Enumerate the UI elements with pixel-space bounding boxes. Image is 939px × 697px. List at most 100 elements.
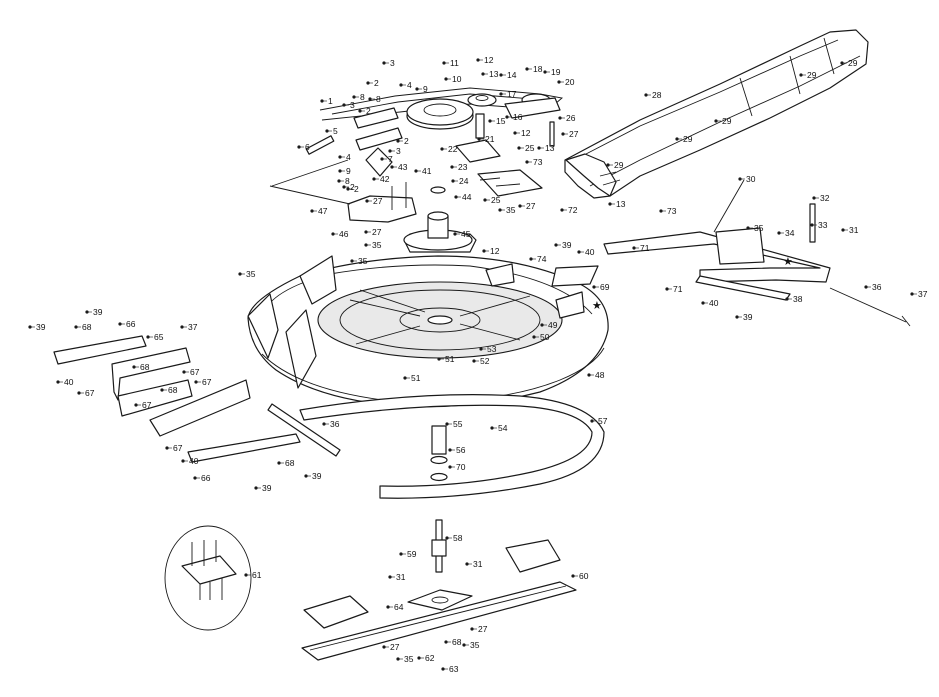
callout-27: 27 <box>478 624 488 634</box>
callout-hardware-dot <box>181 459 185 463</box>
callout-35: 35 <box>754 223 764 233</box>
callout-hardware-dot <box>403 376 407 380</box>
callout-16: 16 <box>513 112 523 122</box>
callout-24: 24 <box>459 176 469 186</box>
callout-hardware-dot <box>577 250 581 254</box>
callout-27: 27 <box>526 201 536 211</box>
callout-hardware-dot <box>540 323 544 327</box>
callout-hardware-dot <box>304 474 308 478</box>
callout-hardware-dot <box>297 145 301 149</box>
callout-hardware-dot <box>85 310 89 314</box>
callout-hardware-dot <box>325 129 329 133</box>
callout-hardware-dot <box>396 657 400 661</box>
callout-hardware-dot <box>342 185 346 189</box>
callout-67: 67 <box>202 377 212 387</box>
callout-hardware-dot <box>675 137 679 141</box>
callout-39: 39 <box>312 471 322 481</box>
callout-hardware-dot <box>310 209 314 213</box>
callout-hardware-dot <box>372 177 376 181</box>
callout-hardware-dot <box>437 357 441 361</box>
callout-8: 8 <box>376 94 381 104</box>
callout-8: 8 <box>345 176 350 186</box>
callout-36: 36 <box>330 419 340 429</box>
callout-hardware-dot <box>417 656 421 660</box>
callout-hardware-dot <box>864 285 868 289</box>
callout-hardware-dot <box>118 322 122 326</box>
callout-hardware-dot <box>441 667 445 671</box>
callout-64: 64 <box>394 602 404 612</box>
callout-hardware-dot <box>396 139 400 143</box>
callout-hardware-dot <box>632 246 636 250</box>
callout-13: 13 <box>616 199 626 209</box>
callout-hardware-dot <box>160 388 164 392</box>
callout-25: 25 <box>491 195 501 205</box>
callout-hardware-dot <box>454 195 458 199</box>
callout-hardware-dot <box>810 223 814 227</box>
belt-guard <box>299 394 605 499</box>
callout-hardware-dot <box>481 72 485 76</box>
callout-39: 39 <box>93 307 103 317</box>
callout-hardware-dot <box>560 208 564 212</box>
callout-19: 19 <box>551 67 561 77</box>
callout-38: 38 <box>793 294 803 304</box>
callout-27: 27 <box>390 642 400 652</box>
callout-37: 37 <box>918 289 928 299</box>
callout-hardware-dot <box>785 297 789 301</box>
callout-hardware-dot <box>415 87 419 91</box>
callout-hardware-dot <box>557 80 561 84</box>
callout-hardware-dot <box>525 67 529 71</box>
callout-hardware-dot <box>488 119 492 123</box>
callout-3: 3 <box>350 100 355 110</box>
callout-hardware-dot <box>380 157 384 161</box>
callout-3: 3 <box>390 58 395 68</box>
discharge-chute <box>564 29 869 199</box>
callout-hardware-dot <box>337 179 341 183</box>
callout-hardware-dot <box>365 199 369 203</box>
callout-73: 73 <box>667 206 677 216</box>
callout-35: 35 <box>358 256 368 266</box>
callout-hardware-dot <box>193 476 197 480</box>
rear-lift-bracket <box>603 179 911 327</box>
callout-67: 67 <box>142 400 152 410</box>
callout-33: 33 <box>818 220 828 230</box>
callout-hardware-dot <box>799 73 803 77</box>
star-marker: ★ <box>783 255 793 268</box>
callout-hardware-dot <box>382 61 386 65</box>
callout-hardware-dot <box>476 58 480 62</box>
callout-hardware-dot <box>472 359 476 363</box>
callout-hardware-dot <box>659 209 663 213</box>
callout-hardware-dot <box>477 137 481 141</box>
callout-32: 32 <box>820 193 830 203</box>
callout-hardware-dot <box>244 573 248 577</box>
mower-deck <box>247 255 609 408</box>
callout-46: 46 <box>339 229 349 239</box>
callout-hardware-dot <box>74 325 78 329</box>
callout-40: 40 <box>709 298 719 308</box>
callout-hardware-dot <box>482 249 486 253</box>
callout-hardware-dot <box>180 325 184 329</box>
callout-71: 71 <box>640 243 650 253</box>
callout-hardware-dot <box>440 147 444 151</box>
callout-hardware-dot <box>529 257 533 261</box>
callout-hardware-dot <box>382 645 386 649</box>
callout-4: 4 <box>407 80 412 90</box>
callout-hardware-dot <box>444 77 448 81</box>
callout-35: 35 <box>246 269 256 279</box>
callout-hardware-dot <box>490 426 494 430</box>
callout-40: 40 <box>64 377 74 387</box>
callout-27: 27 <box>373 196 383 206</box>
callout-12: 12 <box>484 55 494 65</box>
callout-67: 67 <box>173 443 183 453</box>
callout-26: 26 <box>566 113 576 123</box>
callout-hardware-dot <box>350 259 354 263</box>
callout-leader-lines <box>31 59 917 670</box>
callout-2: 2 <box>350 182 355 192</box>
callout-hardware-dot <box>28 325 32 329</box>
callout-15: 15 <box>496 116 506 126</box>
callout-12: 12 <box>490 246 500 256</box>
callout-67: 67 <box>85 388 95 398</box>
callout-hardware-dot <box>518 204 522 208</box>
callout-hardware-dot <box>812 196 816 200</box>
callout-41: 41 <box>422 166 432 176</box>
